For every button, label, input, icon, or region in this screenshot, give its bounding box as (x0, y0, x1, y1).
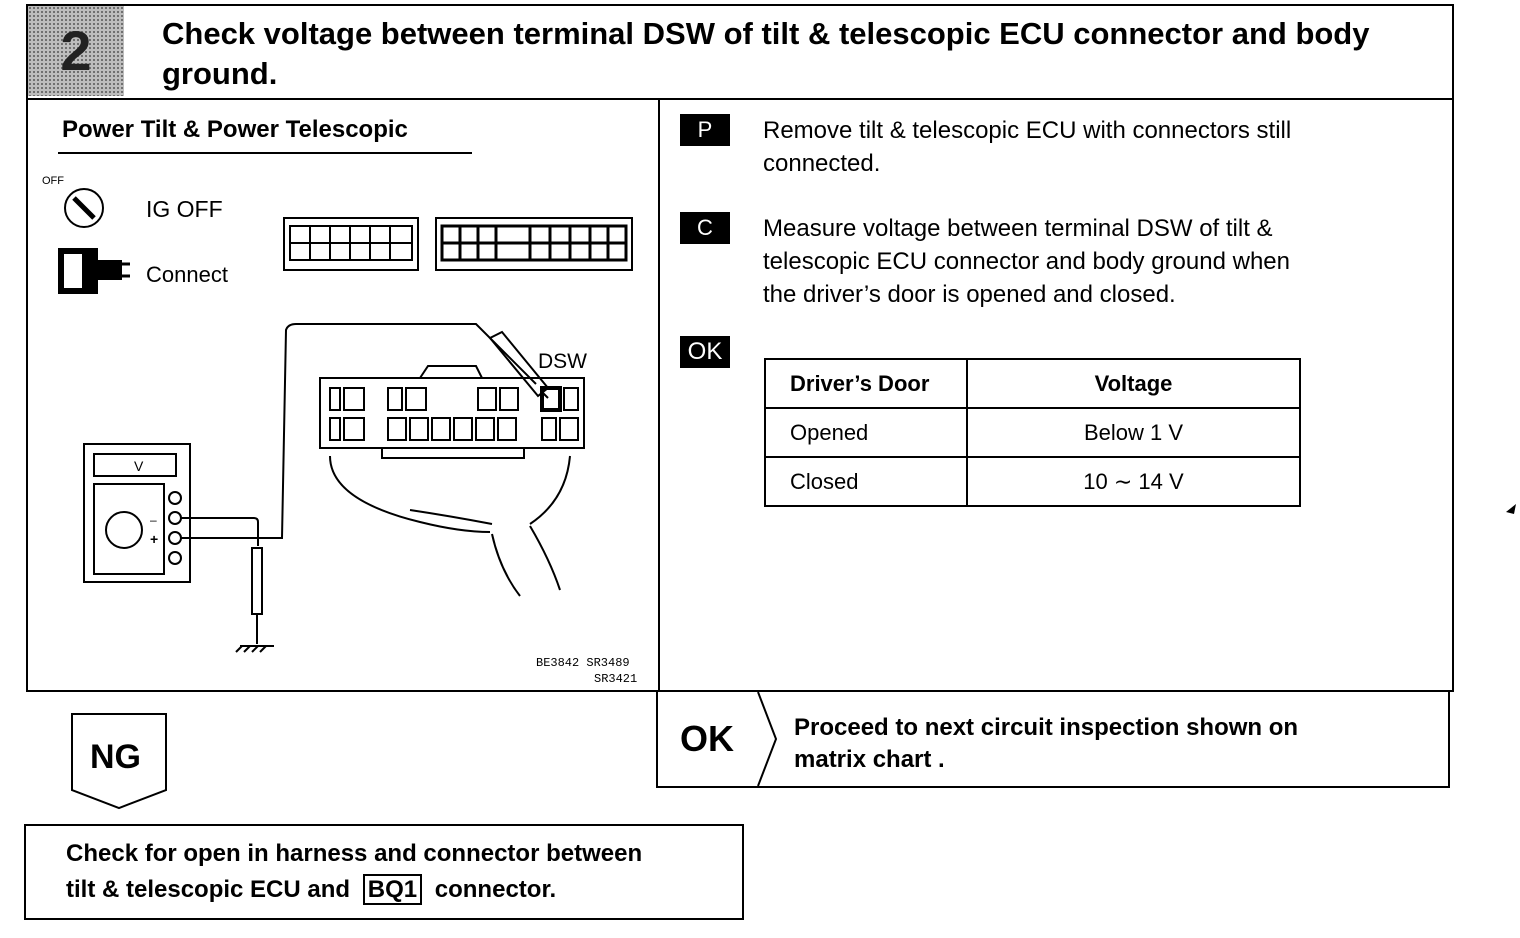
ng-result-label: NG (90, 738, 141, 776)
switch-off-text: OFF (42, 175, 64, 187)
svg-text:+: + (150, 531, 158, 547)
dsw-terminal-label: DSW (538, 350, 587, 373)
ng-arrow-box (71, 713, 167, 810)
ig-off-label: IG OFF (146, 196, 223, 222)
ok-chevron (757, 692, 778, 786)
step-number: 2 (60, 19, 92, 82)
instruction-check: Measure voltage between terminal DSW of … (763, 215, 1290, 308)
prepare-tag: P (680, 114, 730, 146)
ground-probe-icon (235, 547, 274, 653)
pointer-mark-icon (1506, 504, 1516, 514)
test-lead-ground (181, 323, 537, 539)
table-row: Closed 10 ∼ 14 V (764, 456, 1301, 507)
connector-code-badge: BQ1 (362, 874, 423, 905)
voltmeter-label: V (134, 458, 144, 474)
table-row: Opened Below 1 V (764, 407, 1301, 458)
svg-text:–: – (150, 513, 157, 527)
test-lead-positive (181, 517, 259, 546)
heading-underline (58, 152, 472, 154)
figure-reference-1: BE3842 SR3489 (536, 656, 630, 670)
check-tag: C (680, 212, 730, 244)
ok-result-text: Proceed to next circuit inspection shown… (794, 714, 1299, 773)
voltmeter-icon (83, 443, 191, 583)
column-divider (658, 98, 660, 692)
figure-reference-2: SR3421 (594, 672, 638, 686)
wiring-diagram: OFF V – + (42, 175, 633, 653)
header-divider (26, 98, 1454, 100)
ng-result-text: Check for open in harness and connector … (66, 840, 643, 905)
spec-table: Driver’s Door Voltage Opened Below 1 V C… (764, 358, 1301, 507)
diagram-heading: Power Tilt & Power Telescopic (62, 116, 408, 143)
ignition-switch-icon (64, 188, 104, 228)
table-header-row: Driver’s Door Voltage (764, 358, 1301, 409)
header-drivers-door: Driver’s Door (764, 358, 968, 409)
header-voltage: Voltage (966, 358, 1301, 409)
connector-face-icon-large (435, 217, 633, 271)
instruction-prepare: Remove tilt & telescopic ECU with connec… (763, 117, 1292, 177)
connect-label: Connect (146, 262, 228, 287)
connector-face-icon-small (283, 217, 419, 271)
ok-result-box (656, 690, 1450, 788)
ok-result-label: OK (680, 718, 734, 759)
step-title: Check voltage between terminal DSW of ti… (162, 16, 1370, 91)
step-number-badge: 2 (28, 6, 124, 96)
ok-tag: OK (680, 336, 730, 368)
ecu-connector-icon (319, 365, 585, 597)
connector-connect-icon (58, 248, 130, 294)
ng-result-box (24, 824, 744, 920)
